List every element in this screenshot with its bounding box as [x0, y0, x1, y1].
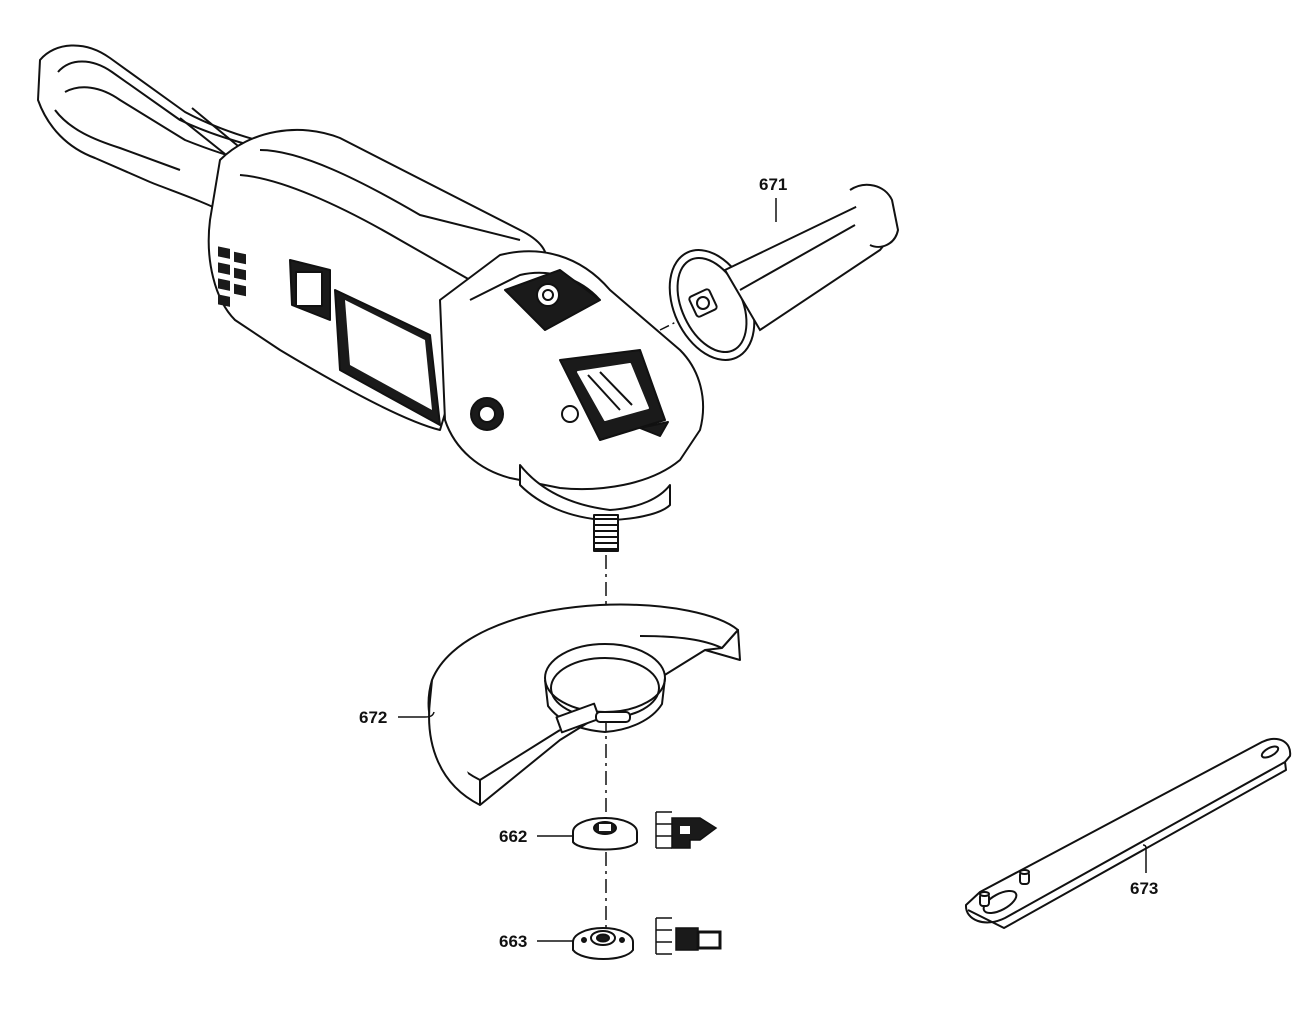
part-label-671: 671	[759, 175, 788, 194]
angle-grinder	[37, 44, 704, 552]
flange-662-symbol	[655, 811, 718, 849]
part-label-672: 672	[359, 708, 388, 727]
spindle-flange	[519, 464, 671, 521]
motor-vents	[218, 246, 246, 307]
clamp-nut-663	[572, 927, 634, 960]
side-handle-671	[659, 183, 900, 361]
wheel-guard-672	[427, 603, 741, 806]
guard-collar	[544, 643, 666, 713]
part-label-662: 662	[499, 827, 528, 846]
mounting-flange-662	[572, 817, 638, 851]
nut-663-symbol	[655, 917, 722, 955]
leader-lines	[398, 198, 1147, 942]
guard-clamp-screw	[555, 702, 601, 734]
part-label-673: 673	[1130, 879, 1159, 898]
part-label-663: 663	[499, 932, 528, 951]
leader-673	[1142, 844, 1147, 873]
spindle-thread	[593, 514, 619, 552]
leader-672	[398, 711, 435, 718]
spanner-wrench-673	[964, 737, 1292, 929]
